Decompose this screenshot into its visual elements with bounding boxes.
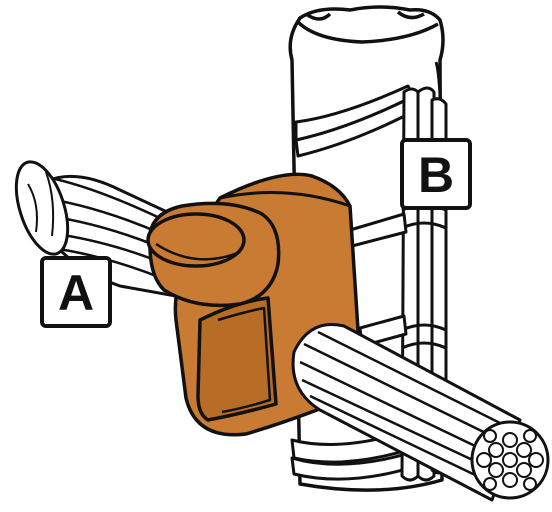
label-a-text: A	[58, 265, 94, 321]
label-b: B	[402, 140, 470, 208]
label-b-text: B	[418, 147, 454, 203]
label-a: A	[42, 258, 110, 326]
